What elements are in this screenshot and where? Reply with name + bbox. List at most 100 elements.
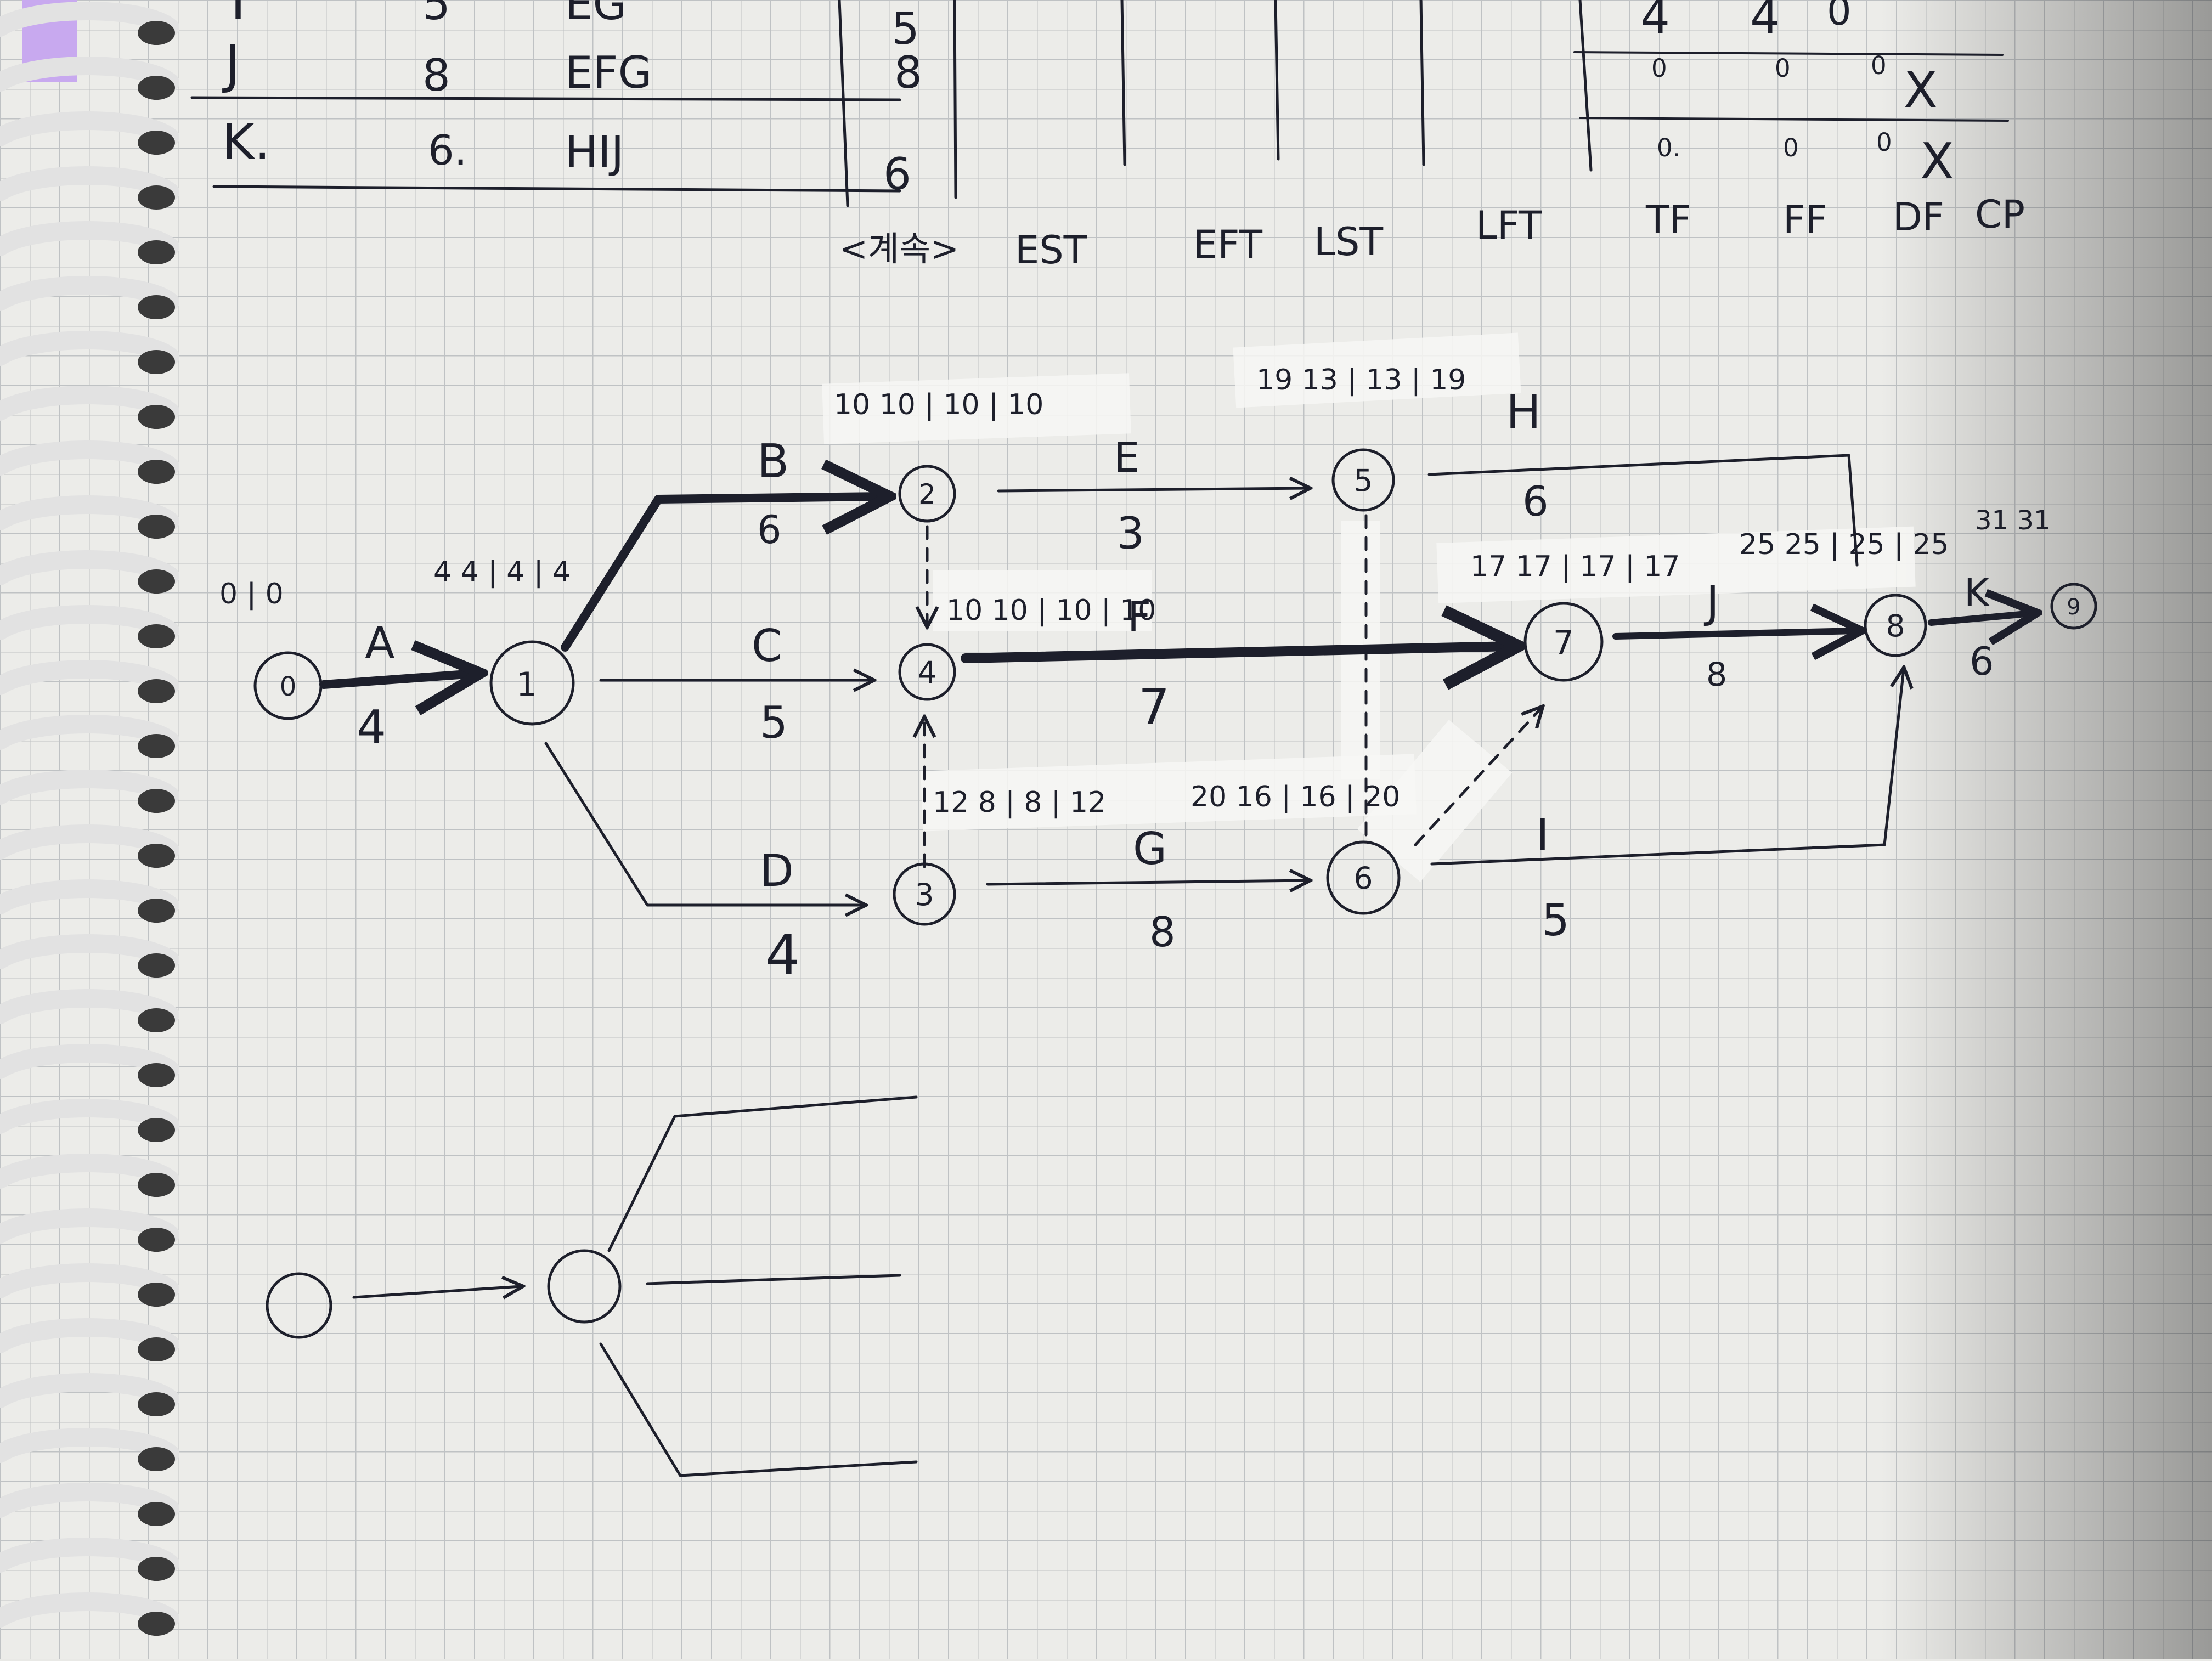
zero-row1-b: 0 — [1775, 54, 1791, 83]
node-3: 3 — [893, 862, 956, 926]
table-row-i-activity: I — [230, 0, 246, 32]
spiral-hole — [138, 76, 175, 100]
activity-c-name: C — [752, 620, 782, 671]
practice-sketch — [266, 1095, 918, 1477]
header-lst: LST — [1314, 219, 1383, 264]
table-row-i-duration: 5 — [422, 0, 450, 30]
spiral-hole — [138, 1502, 175, 1526]
correction-tape — [822, 332, 1916, 882]
spiral-hole — [138, 624, 175, 648]
header-continued: <계속> — [839, 229, 959, 269]
spiral-hole — [138, 734, 175, 758]
header-df: DF — [1893, 195, 1944, 240]
time-label-node-4: 10 10 | 10 | 10 — [946, 594, 1156, 627]
node-7: 7 — [1523, 602, 1604, 682]
spiral-ring — [0, 550, 179, 585]
activity-b-name: B — [757, 434, 789, 489]
time-label-node-1: 4 4 | 4 | 4 — [433, 556, 571, 589]
spiral-ring — [0, 276, 179, 311]
spiral-ring — [0, 879, 179, 914]
svg-text:0: 0 — [280, 671, 297, 702]
activity-f-duration: 7 — [1138, 679, 1170, 736]
node-1: 1 — [489, 640, 575, 726]
activity-k-name: K — [1964, 570, 1990, 615]
cross-mark-2: X — [1920, 133, 1954, 190]
time-label-node-9: 31 31 — [1975, 505, 2050, 536]
svg-text:3: 3 — [915, 877, 934, 912]
svg-text:9: 9 — [2067, 595, 2080, 620]
activity-g-duration: 8 — [1149, 908, 1176, 956]
activity-a-duration: 4 — [357, 700, 386, 755]
right-value-1: 4 — [1640, 0, 1670, 44]
spiral-ring — [0, 1099, 179, 1134]
schedule-table: I 5 EG 5 J 8 EFG 8 K. 6. HIJ 6 4 4 0 0 0… — [190, 0, 2025, 273]
spiral-ring — [0, 1318, 179, 1353]
spiral-ring — [0, 221, 179, 256]
spiral-hole — [138, 1173, 175, 1197]
svg-text:5: 5 — [1354, 463, 1373, 498]
arrow-h — [1427, 454, 1859, 567]
spiral-ring — [0, 111, 179, 146]
spiral-hole — [138, 460, 175, 484]
table-row-i-predecessors: EG — [565, 0, 627, 30]
spiral-hole — [138, 1228, 175, 1252]
activity-i-duration: 5 — [1542, 895, 1570, 946]
spiral-hole — [138, 1283, 175, 1307]
spiral-hole — [138, 131, 175, 155]
node-5: 5 — [1331, 448, 1395, 512]
spiral-hole — [138, 1118, 175, 1142]
time-label-node-7: 17 17 | 17 | 17 — [1470, 550, 1680, 583]
table-row-k-activity: K. — [222, 114, 270, 171]
network-arrows — [319, 454, 2033, 905]
activity-labels: A 4 B 6 C 5 D 4 E 3 F 7 G 8 H 6 I 5 J 8 … — [357, 385, 1994, 987]
node-2: 2 — [898, 465, 956, 523]
spiral-ring — [0, 1263, 179, 1298]
spiral-ring — [0, 1208, 179, 1244]
spiral-ring — [0, 824, 179, 860]
node-4: 4 — [898, 643, 956, 701]
spiral-hole — [138, 1063, 175, 1087]
header-est: EST — [1015, 228, 1087, 273]
time-label-node-6: 20 16 | 16 | 20 — [1190, 781, 1400, 813]
spiral-hole — [138, 679, 175, 703]
spiral-hole — [138, 899, 175, 923]
table-row-k-dur-col: 6 — [883, 149, 911, 200]
table-row-j-activity: J — [222, 35, 240, 95]
spiral-ring — [0, 660, 179, 695]
node-6: 6 — [1326, 840, 1401, 915]
time-label-node-3: 12 8 | 8 | 12 — [933, 786, 1106, 819]
spiral-hole — [138, 844, 175, 868]
spiral-hole — [138, 1557, 175, 1581]
zero-row2-c: 0 — [1876, 128, 1892, 157]
svg-text:7: 7 — [1553, 624, 1574, 662]
spiral-ring — [0, 2, 179, 37]
header-eft: EFT — [1193, 222, 1262, 267]
spiral-ring — [0, 605, 179, 640]
spiral-ring — [0, 1373, 179, 1408]
activity-h-name: H — [1506, 385, 1541, 439]
right-value-2: 4 — [1750, 0, 1780, 44]
activity-j-name: J — [1703, 577, 1719, 628]
spiral-hole — [138, 21, 175, 45]
activity-d-duration: 4 — [765, 923, 800, 987]
table-row-i-dur-col: 5 — [891, 3, 919, 54]
event-time-labels: 0 | 0 4 4 | 4 | 4 10 10 | 10 | 10 10 10 … — [219, 364, 2050, 819]
svg-text:4: 4 — [918, 655, 937, 690]
activity-i-name: I — [1536, 810, 1549, 861]
network-nodes: 0 1 2 3 4 5 6 7 — [253, 448, 2097, 926]
spiral-ring — [0, 440, 179, 476]
spiral-ring — [0, 331, 179, 366]
spiral-ring — [0, 166, 179, 201]
table-row-j-predecessors: EFG — [565, 47, 652, 98]
spiral-hole — [138, 405, 175, 429]
activity-e-duration: 3 — [1116, 508, 1144, 559]
spiral-hole — [138, 295, 175, 319]
spiral-ring — [0, 57, 179, 92]
spiral-ring — [0, 1154, 179, 1189]
spiral-hole — [138, 569, 175, 594]
right-value-3: 0 — [1827, 0, 1852, 34]
activity-g-name: G — [1133, 823, 1167, 874]
spiral-hole — [138, 515, 175, 539]
